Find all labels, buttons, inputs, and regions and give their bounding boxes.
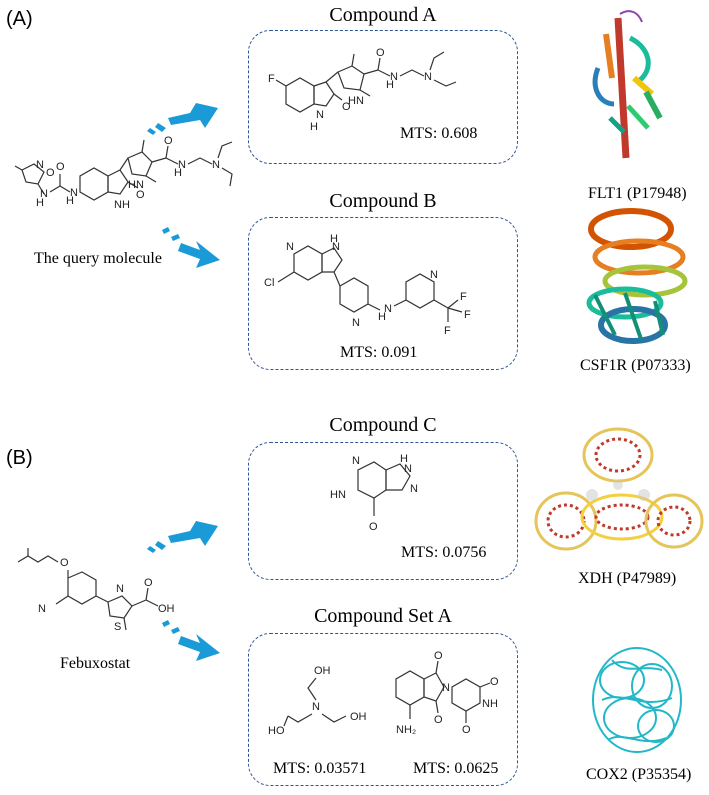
compound-c-box — [248, 442, 518, 580]
atom-label: N — [390, 71, 398, 83]
atom-label: O — [462, 724, 471, 736]
atom-label: H — [400, 453, 408, 465]
atom-label: N — [352, 317, 360, 329]
atom-label: NH₂ — [396, 724, 416, 736]
atom-label: F — [460, 291, 467, 303]
xdh-protein-structure — [534, 427, 704, 551]
compound-set-a-mts-2: MTS: 0.0625 — [413, 760, 499, 777]
atom-label: H — [36, 197, 44, 209]
atom-label: N — [70, 187, 78, 199]
flt1-caption: FLT1 (P17948) — [588, 185, 687, 202]
atom-label: H — [310, 121, 318, 133]
compound-set-a-structure-2: O O N O NH O NH₂ — [395, 650, 499, 736]
cox2-caption: COX2 (P35354) — [586, 766, 692, 783]
atom-label: O — [56, 161, 65, 173]
atom-label: O — [434, 650, 443, 662]
arrow-to-compound-a — [147, 103, 218, 135]
compound-b-box — [248, 217, 518, 370]
flt1-protein-structure — [592, 10, 663, 159]
compound-set-a-box — [248, 633, 518, 786]
atom-label: NH — [482, 698, 498, 710]
atom-label: N — [36, 159, 44, 171]
atom-label: HN — [348, 95, 364, 107]
atom-label: N — [38, 603, 46, 615]
atom-label: N — [316, 109, 324, 121]
atom-label: O — [369, 521, 378, 533]
compound-set-a-title: Compound Set A — [314, 605, 452, 627]
csf1r-protein-structure — [586, 208, 688, 344]
atom-label: O — [136, 189, 145, 201]
compound-a-structure: F H N O HN O H N N — [268, 47, 457, 133]
compound-c-mts: MTS: 0.0756 — [401, 544, 487, 561]
compound-b-structure: N H N Cl N H N N F F F — [264, 233, 471, 337]
atom-label: O — [490, 676, 499, 688]
compound-set-a-mts-1: MTS: 0.03571 — [273, 760, 367, 777]
atom-label: OH — [158, 603, 175, 615]
atom-label: N — [410, 483, 418, 495]
panel-label-b: (B) — [6, 447, 33, 469]
atom-label: F — [268, 73, 275, 85]
atom-label: F — [464, 309, 471, 321]
compound-b-mts: MTS: 0.091 — [340, 344, 418, 361]
arrow-to-compound-c — [147, 521, 218, 553]
compound-b-title: Compound B — [329, 190, 437, 212]
atom-label: N — [442, 682, 450, 694]
arrow-to-compound-b — [162, 227, 220, 268]
atom-label: N — [424, 71, 432, 83]
atom-label: H — [330, 233, 338, 245]
query-molecule-caption: The query molecule — [34, 250, 162, 267]
atom-label: Cl — [264, 277, 274, 289]
atom-label: HN — [330, 489, 346, 501]
compound-set-a-structure-1: OH N HO OH — [268, 665, 367, 737]
compound-c-structure: N H N N HN O — [330, 453, 418, 533]
atom-label: H — [386, 79, 394, 91]
xdh-caption: XDH (P47989) — [578, 570, 677, 587]
atom-label: H — [174, 167, 182, 179]
compound-a-box — [248, 30, 518, 164]
panel-label-a: (A) — [6, 8, 33, 30]
query-molecule-structure: N O H N O H N NH O HN O H N N — [14, 135, 233, 211]
atom-label: O — [144, 577, 153, 589]
arrow-to-compound-set-a — [162, 620, 220, 661]
atom-label: S — [114, 621, 121, 633]
atom-label: N — [212, 159, 220, 171]
compound-a-title: Compound A — [329, 4, 437, 26]
atom-label: O — [46, 167, 55, 179]
atom-label: OH — [314, 665, 331, 677]
atom-label: N — [286, 241, 294, 253]
atom-label: OH — [350, 711, 367, 723]
atom-label: N — [332, 241, 340, 253]
atom-label: H — [66, 195, 74, 207]
febuxostat-structure: O N N S O OH — [17, 548, 175, 633]
atom-label: N — [116, 583, 124, 595]
compound-c-title: Compound C — [329, 414, 437, 436]
atom-label: N — [430, 269, 438, 281]
atom-label: O — [164, 135, 173, 147]
atom-label: N — [40, 188, 48, 200]
cox2-protein-structure — [592, 647, 682, 753]
compound-a-mts: MTS: 0.608 — [400, 125, 478, 142]
atom-label: N — [312, 701, 320, 713]
atom-label: O — [434, 714, 443, 726]
atom-label: N — [352, 455, 360, 467]
atom-label: H — [378, 311, 386, 323]
febuxostat-caption: Febuxostat — [60, 655, 131, 672]
atom-label: O — [342, 101, 351, 113]
atom-label: HO — [268, 725, 285, 737]
atom-label: O — [376, 47, 385, 59]
csf1r-caption: CSF1R (P07333) — [580, 357, 691, 374]
atom-label: NH — [114, 199, 130, 211]
atom-label: N — [404, 463, 412, 475]
atom-label: N — [178, 159, 186, 171]
atom-label: O — [60, 557, 69, 569]
atom-label: F — [444, 325, 451, 337]
atom-label: N — [384, 303, 392, 315]
atom-label: HN — [128, 179, 144, 191]
